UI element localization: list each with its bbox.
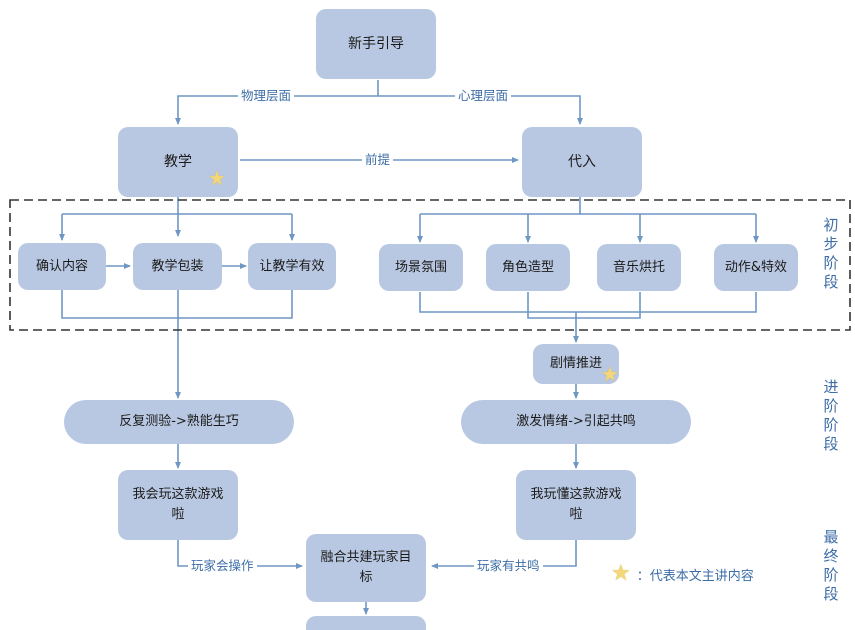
node-immersion: 代入	[522, 127, 642, 197]
edge-label-mental: 心理层面	[455, 88, 512, 104]
initial-stage-region	[9, 199, 851, 331]
connector-to-teaching	[175, 95, 378, 125]
node-understand: 我玩懂这款游戏啦	[516, 470, 636, 540]
connector-immersion-merge	[419, 292, 757, 313]
node-effective: 让教学有效	[248, 243, 336, 290]
node-music: 音乐烘托	[597, 244, 681, 291]
node-teaching: 教学	[118, 127, 238, 197]
node-next	[306, 616, 426, 630]
star-icon: ★	[208, 166, 226, 190]
node-atmosphere: 场景氛围	[379, 244, 463, 291]
star-icon: ★	[601, 362, 619, 386]
stage-label-final: 最终阶段	[823, 528, 839, 603]
legend-text: ：代表本文主讲内容	[636, 568, 754, 584]
connector-teaching-merge	[61, 290, 293, 319]
node-practice: 反复测验->熟能生巧	[64, 400, 294, 444]
edge-label-premise: 前提	[362, 152, 394, 168]
node-emotion: 激发情绪->引起共鸣	[461, 400, 691, 444]
node-goal: 融合共建玩家目标	[306, 534, 426, 602]
node-packaging: 教学包装	[133, 243, 222, 290]
stage-label-advanced: 进阶阶段	[823, 378, 839, 453]
node-confirm: 确认内容	[18, 243, 106, 290]
node-action: 动作&特效	[714, 244, 798, 291]
node-guide: 新手引导	[316, 9, 436, 79]
node-plot: 剧情推进	[533, 344, 619, 384]
edge-label-physical: 物理层面	[238, 88, 295, 104]
star-icon: ★	[611, 561, 631, 586]
connector-operate	[177, 540, 303, 569]
node-can-play: 我会玩这款游戏啦	[118, 470, 238, 540]
connector-to-immersion	[378, 95, 583, 125]
node-character: 角色造型	[486, 244, 570, 291]
legend: ★ ：代表本文主讲内容	[611, 561, 754, 586]
edge-label-operate: 玩家会操作	[188, 558, 257, 574]
edge-label-resonate: 玩家有共鸣	[474, 558, 543, 574]
stage-label-initial: 初步阶段	[823, 216, 839, 291]
